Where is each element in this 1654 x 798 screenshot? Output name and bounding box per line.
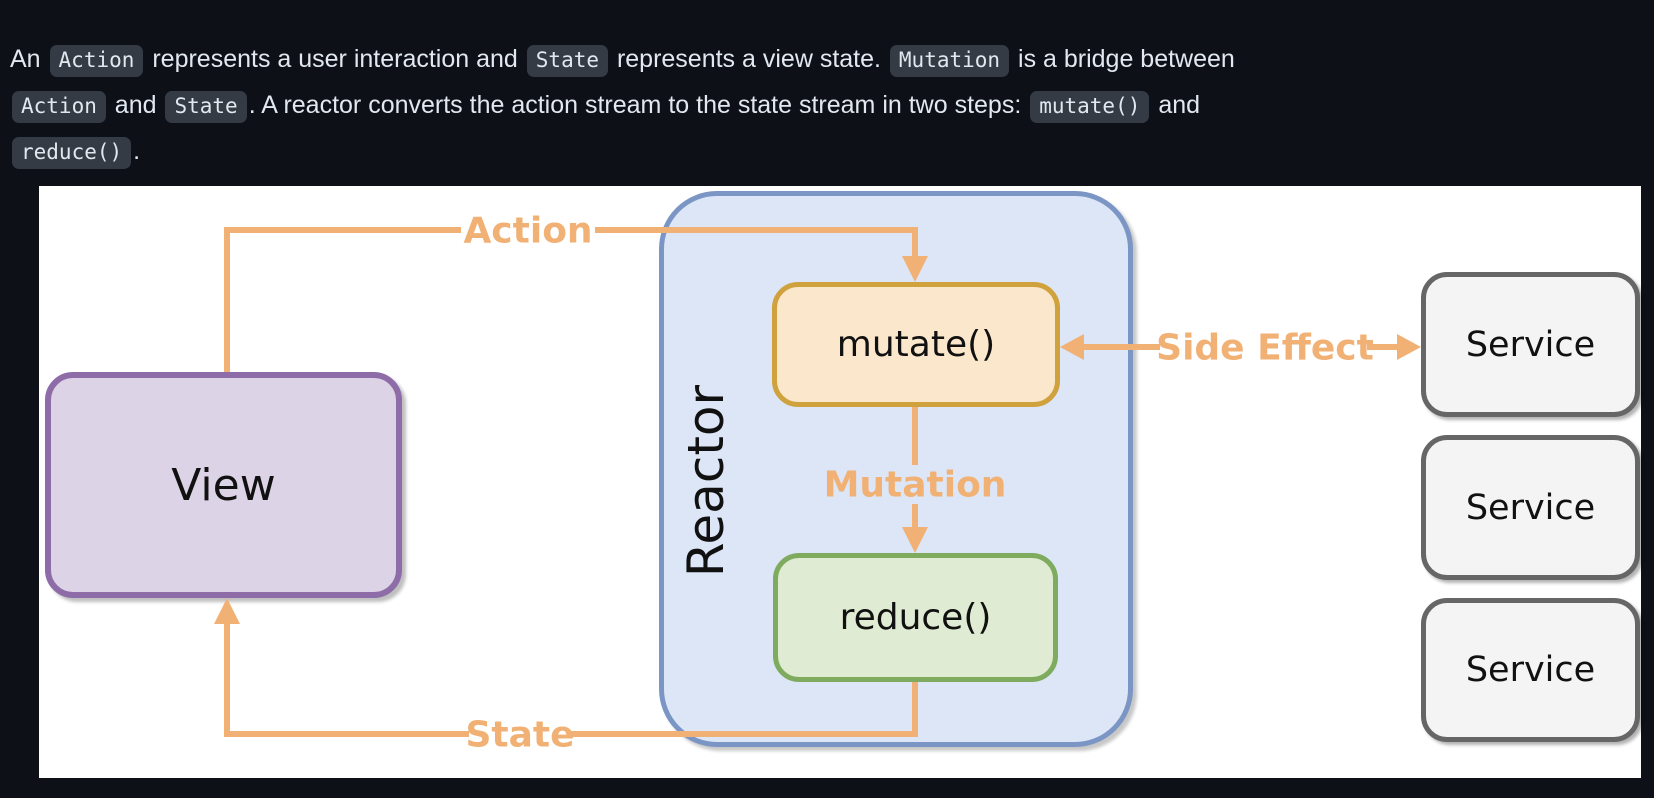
inline-code: State: [526, 45, 608, 77]
mutation-edge-top: [912, 407, 918, 465]
architecture-diagram: Reactor View mutate() reduce() Service S…: [39, 186, 1641, 778]
text-run: . A reactor converts the action stream t…: [248, 91, 1029, 119]
action-edge-vertical: [224, 227, 230, 372]
action-edge-drop: [912, 227, 918, 258]
side-effect-left-line: [1082, 344, 1160, 350]
service-node-2: Service: [1421, 435, 1640, 580]
state-arrowhead-icon: [214, 598, 240, 624]
text-run: and: [107, 91, 164, 119]
mutate-node-label: mutate(): [836, 324, 996, 365]
service-node-label: Service: [1465, 324, 1596, 365]
text-run: and: [1151, 91, 1201, 119]
view-node: View: [45, 372, 402, 598]
inline-code: mutate(): [1030, 91, 1150, 123]
action-edge-horizontal-right: [595, 227, 918, 233]
text-run: represents a view state.: [610, 45, 888, 73]
state-edge-rise: [224, 622, 230, 737]
side-effect-left-arrowhead-icon: [1060, 334, 1084, 360]
mutate-node: mutate(): [772, 282, 1060, 407]
service-node-label: Service: [1465, 650, 1596, 690]
inline-code: Action: [49, 45, 144, 77]
service-node-1: Service: [1421, 272, 1640, 417]
text-run: represents a user interaction and: [145, 45, 525, 73]
side-effect-right-arrowhead-icon: [1397, 334, 1421, 360]
side-effect-right-line: [1367, 344, 1399, 350]
state-edge-drop: [912, 682, 918, 737]
reduce-node: reduce(): [773, 553, 1058, 682]
state-edge-horizontal-right: [571, 731, 918, 737]
reactor-label: Reactor: [677, 384, 735, 578]
view-node-label: View: [171, 459, 276, 511]
side-effect-edge-label: Side Effect: [1156, 327, 1374, 369]
inline-code: Mutation: [889, 45, 1010, 77]
text-run: is a bridge between: [1011, 45, 1235, 73]
text-run: An: [10, 45, 48, 73]
mutation-edge-bottom: [912, 504, 918, 528]
text-run: .: [133, 137, 141, 165]
reduce-node-label: reduce(): [839, 597, 992, 638]
inline-code: Action: [12, 91, 106, 123]
state-edge-label: State: [465, 714, 575, 756]
state-edge-horizontal-left: [224, 731, 469, 737]
inline-code: State: [165, 91, 247, 123]
action-edge-label: Action: [463, 210, 593, 252]
service-node-label: Service: [1465, 487, 1596, 528]
intro-paragraph: An Action represents a user interaction …: [10, 37, 1610, 175]
mutation-arrowhead-icon: [902, 527, 928, 553]
mutation-edge-label: Mutation: [823, 464, 1007, 506]
service-node-3: Service: [1421, 598, 1640, 742]
action-arrowhead-icon: [902, 256, 928, 282]
action-edge-horizontal-left: [224, 227, 461, 233]
inline-code: reduce(): [12, 137, 132, 169]
